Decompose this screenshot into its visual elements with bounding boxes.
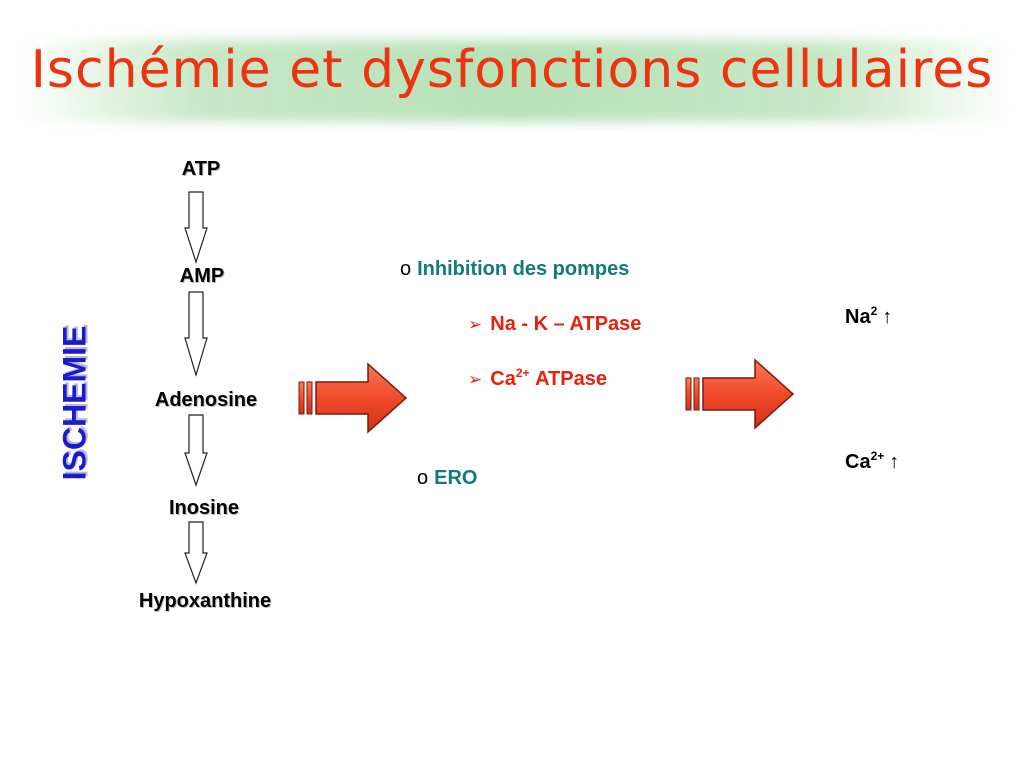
bullet-marker: o (417, 467, 429, 489)
right-arrow-icon (685, 358, 795, 430)
ero-label: ERO (434, 467, 478, 489)
chevron-down-icon (184, 191, 208, 264)
up-arrow-icon: ↑ (882, 306, 893, 328)
pump-na-k-label: Na - K – ATPase (490, 313, 642, 335)
slide-title: Ischémie et dysfonctions cellulaires (30, 40, 994, 100)
title-highlight-band (20, 40, 1010, 122)
chevron-down-icon (184, 521, 208, 585)
ca-base: Ca (845, 451, 871, 473)
pump-ca-base: Ca (490, 368, 516, 390)
bullet-marker: o (400, 258, 412, 280)
pump-ca-charge: 2+ (515, 366, 530, 380)
result-na: Na2 ↑ (845, 304, 893, 329)
chain-adenosine: Adenosine (154, 389, 258, 411)
pump-na-k-item: ➢ Na - K – ATPase (468, 313, 641, 336)
chain-atp: ATP (181, 158, 221, 180)
arrow-bullet-icon: ➢ (468, 370, 483, 389)
inhibition-label: Inhibition des pompes (417, 258, 630, 280)
pump-ca-item: ➢ Ca2+ ATPase (468, 366, 607, 391)
arrow-bullet-icon: ➢ (468, 315, 483, 334)
right-arrow-icon (298, 362, 408, 434)
result-ca: Ca2+ ↑ (845, 449, 900, 474)
ca-sup: 2+ (870, 449, 885, 463)
chain-amp: AMP (179, 265, 225, 287)
chain-hypoxanthine: Hypoxanthine (138, 590, 272, 612)
pump-ca-rest: ATPase (535, 368, 607, 390)
up-arrow-icon: ↑ (889, 451, 900, 473)
na-base: Na (845, 306, 871, 328)
na-sup: 2 (870, 304, 878, 318)
chevron-down-icon (184, 414, 208, 487)
chevron-down-icon (184, 291, 208, 378)
chain-inosine: Inosine (168, 497, 240, 519)
